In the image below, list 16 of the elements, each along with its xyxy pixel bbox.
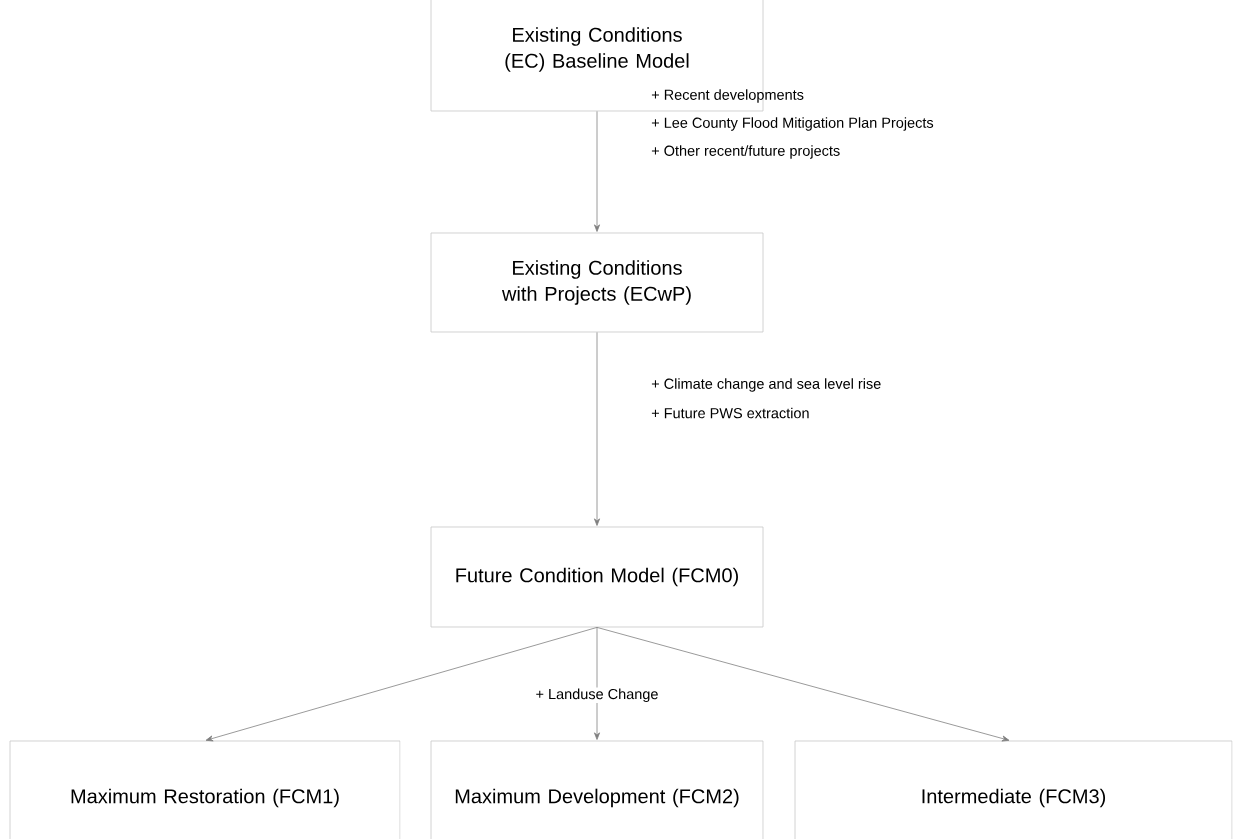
arrow <box>594 111 600 232</box>
process-box: Maximum Development (FCM2) <box>430 740 764 839</box>
arrow <box>594 332 600 526</box>
process-box: Intermediate (FCM3) <box>794 740 1233 839</box>
edge-label: + Landuse Change <box>534 687 660 704</box>
arrow <box>594 627 600 740</box>
annotation-text: + Recent developments <box>651 89 804 103</box>
annotation-text: + Climate change and sea level rise <box>651 378 881 392</box>
arrow <box>205 627 598 742</box>
process-box: Existing Conditions with Projects (ECwP) <box>430 232 764 333</box>
annotation-text: + Future PWS extraction <box>651 407 809 419</box>
annotation-text: + Other recent/future projects <box>651 145 840 159</box>
process-box: Future Condition Model (FCM0) <box>430 526 764 628</box>
process-box: Maximum Restoration (FCM1) <box>9 740 401 839</box>
arrow <box>596 627 1010 742</box>
annotation-text: + Lee County Flood Mitigation Plan Projects <box>651 117 934 131</box>
